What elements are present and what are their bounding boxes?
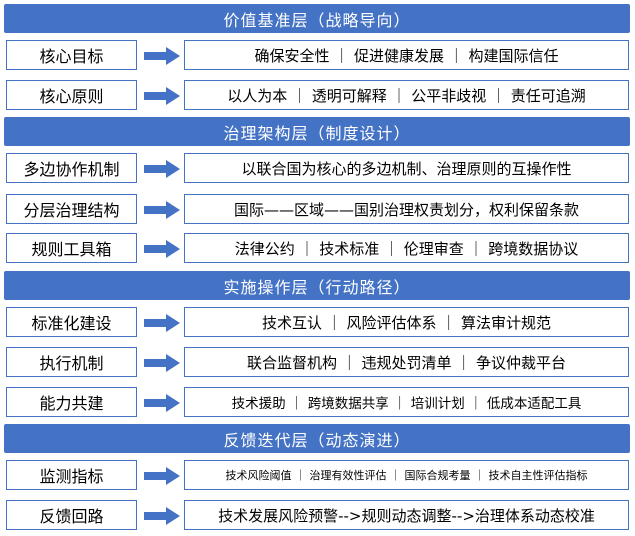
right-arrow-icon [144, 160, 180, 178]
layer-header-implementation: 实施操作层（行动路径） [4, 271, 630, 300]
row-content: 确保安全性 ｜ 促进健康发展 ｜ 构建国际信任 [184, 40, 629, 70]
right-arrow-icon [144, 87, 180, 105]
row-label: 规则工具箱 [6, 233, 137, 263]
row-core-goals: 核心目标 确保安全性 ｜ 促进健康发展 ｜ 构建国际信任 [6, 40, 630, 72]
row-content: 技术风险阈值 ｜ 治理有效性评估 ｜ 国际合规考量 ｜ 技术自主性评估指标 [184, 460, 629, 490]
right-arrow-icon [144, 394, 180, 412]
row-multilateral-collaboration: 多边协作机制 以联合国为核心的多边机制、治理原则的互操作性 [6, 153, 630, 185]
layer-header-value-baseline: 价值基准层（战略导向） [4, 4, 630, 33]
right-arrow-icon [144, 507, 180, 525]
row-content: 技术互认 ｜ 风险评估体系 ｜ 算法审计规范 [184, 307, 629, 337]
row-tiered-governance: 分层治理结构 国际——区域——国别治理权责划分，权利保留条款 [6, 194, 630, 226]
right-arrow-icon [144, 201, 180, 219]
row-label: 反馈回路 [6, 500, 137, 530]
row-label: 分层治理结构 [6, 194, 137, 224]
row-content: 国际——区域——国别治理权责划分，权利保留条款 [184, 194, 629, 224]
row-content: 以联合国为核心的多边机制、治理原则的互操作性 [184, 153, 629, 183]
right-arrow-icon [144, 240, 180, 258]
row-content: 联合监督机构 ｜ 违规处罚清单 ｜ 争议仲裁平台 [184, 347, 629, 377]
row-label: 监测指标 [6, 460, 137, 490]
row-content: 法律公约 ｜ 技术标准 ｜ 伦理审查 ｜ 跨境数据协议 [184, 233, 629, 263]
row-capacity-building: 能力共建 技术援助 ｜ 跨境数据共享 ｜ 培训计划 ｜ 低成本适配工具 [6, 387, 630, 419]
row-content: 以人为本 ｜ 透明可解释 ｜ 公平非歧视 ｜ 责任可追溯 [184, 80, 629, 110]
right-arrow-icon [144, 47, 180, 65]
row-label: 执行机制 [6, 347, 137, 377]
row-content: 技术发展风险预警-->规则动态调整-->治理体系动态校准 [184, 500, 629, 530]
row-label: 标准化建设 [6, 307, 137, 337]
row-label: 核心目标 [6, 40, 137, 70]
row-monitoring-indicators: 监测指标 技术风险阈值 ｜ 治理有效性评估 ｜ 国际合规考量 ｜ 技术自主性评估… [6, 460, 630, 492]
row-feedback-loop: 反馈回路 技术发展风险预警-->规则动态调整-->治理体系动态校准 [6, 500, 630, 532]
row-core-principles: 核心原则 以人为本 ｜ 透明可解释 ｜ 公平非歧视 ｜ 责任可追溯 [6, 80, 630, 112]
row-label: 多边协作机制 [6, 153, 137, 183]
row-content: 技术援助 ｜ 跨境数据共享 ｜ 培训计划 ｜ 低成本适配工具 [184, 387, 629, 417]
layer-header-feedback-iteration: 反馈迭代层（动态演进） [4, 424, 630, 453]
row-enforcement: 执行机制 联合监督机构 ｜ 违规处罚清单 ｜ 争议仲裁平台 [6, 347, 630, 379]
right-arrow-icon [144, 467, 180, 485]
layer-header-governance-architecture: 治理架构层（制度设计） [4, 117, 630, 146]
right-arrow-icon [144, 354, 180, 372]
right-arrow-icon [144, 314, 180, 332]
row-rule-toolbox: 规则工具箱 法律公约 ｜ 技术标准 ｜ 伦理审查 ｜ 跨境数据协议 [6, 233, 630, 265]
row-label: 能力共建 [6, 387, 137, 417]
row-standardization: 标准化建设 技术互认 ｜ 风险评估体系 ｜ 算法审计规范 [6, 307, 630, 339]
row-label: 核心原则 [6, 80, 137, 110]
